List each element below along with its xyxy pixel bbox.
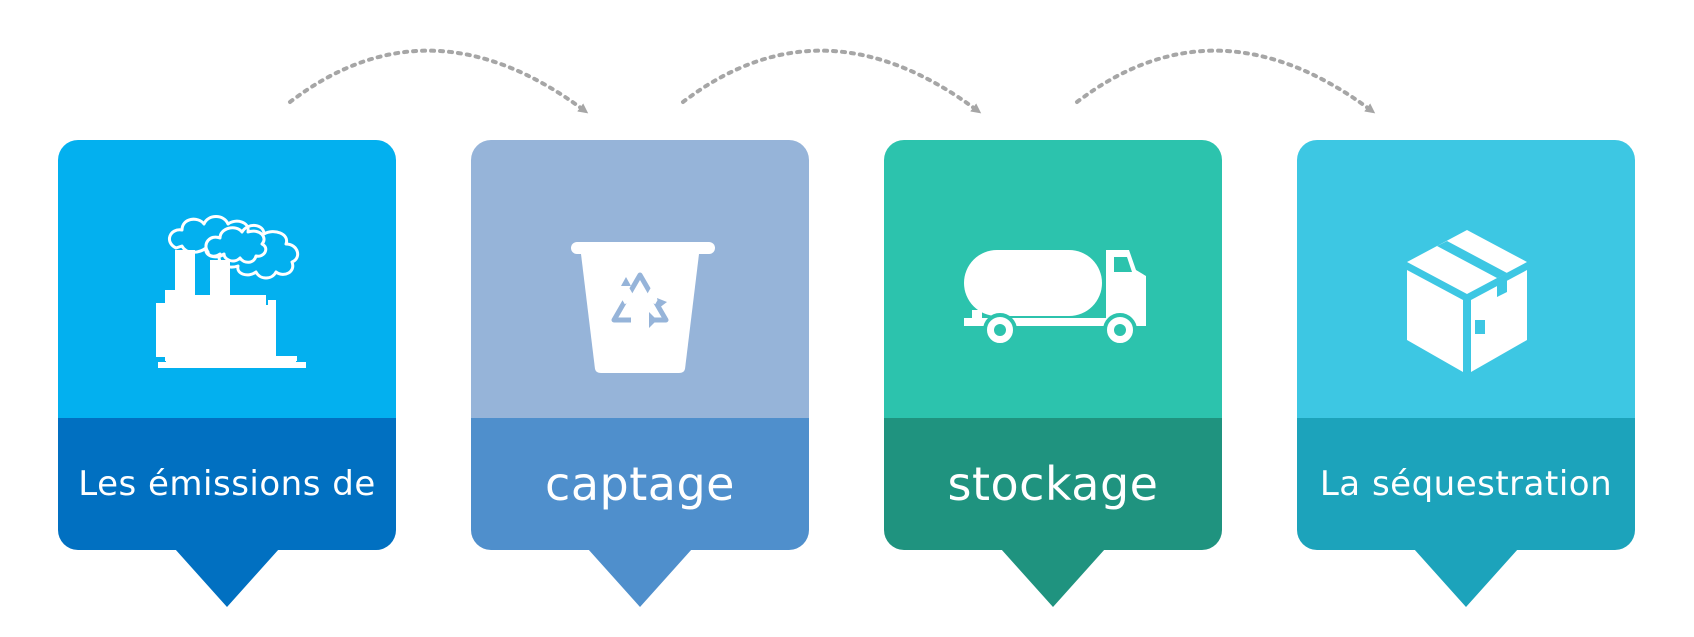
step-card-bottom: stockage [884, 418, 1222, 550]
step-label-storage: stockage [947, 457, 1159, 511]
factory-icon [156, 215, 306, 368]
step-card-sequestration: La séquestration [1297, 140, 1635, 607]
step-label-sequestration: La séquestration [1319, 464, 1613, 504]
step-label-capture: captage [545, 457, 735, 511]
step-card-bottom: Les émissions de [58, 418, 396, 550]
step-card-bottom: captage [471, 418, 809, 550]
flow-arrow-2 [681, 48, 982, 114]
step-label-emissions: Les émissions de [78, 464, 376, 504]
recycle-bin-icon [571, 242, 715, 373]
step-card-pointer [1001, 549, 1105, 607]
step-card-pointer [175, 549, 279, 607]
step-card-pointer [1414, 549, 1518, 607]
step-card-storage: stockage [884, 140, 1222, 607]
box-icon [1407, 230, 1527, 372]
step-card-emissions: Les émissions de [58, 140, 396, 607]
step-card-bottom: La séquestration [1297, 418, 1635, 550]
flow-arrow-3 [1075, 48, 1376, 114]
step-card-pointer [588, 549, 692, 607]
step-card-capture: captage [471, 140, 809, 607]
tanker-truck-icon [964, 250, 1146, 347]
flow-arrow-1 [288, 48, 589, 114]
